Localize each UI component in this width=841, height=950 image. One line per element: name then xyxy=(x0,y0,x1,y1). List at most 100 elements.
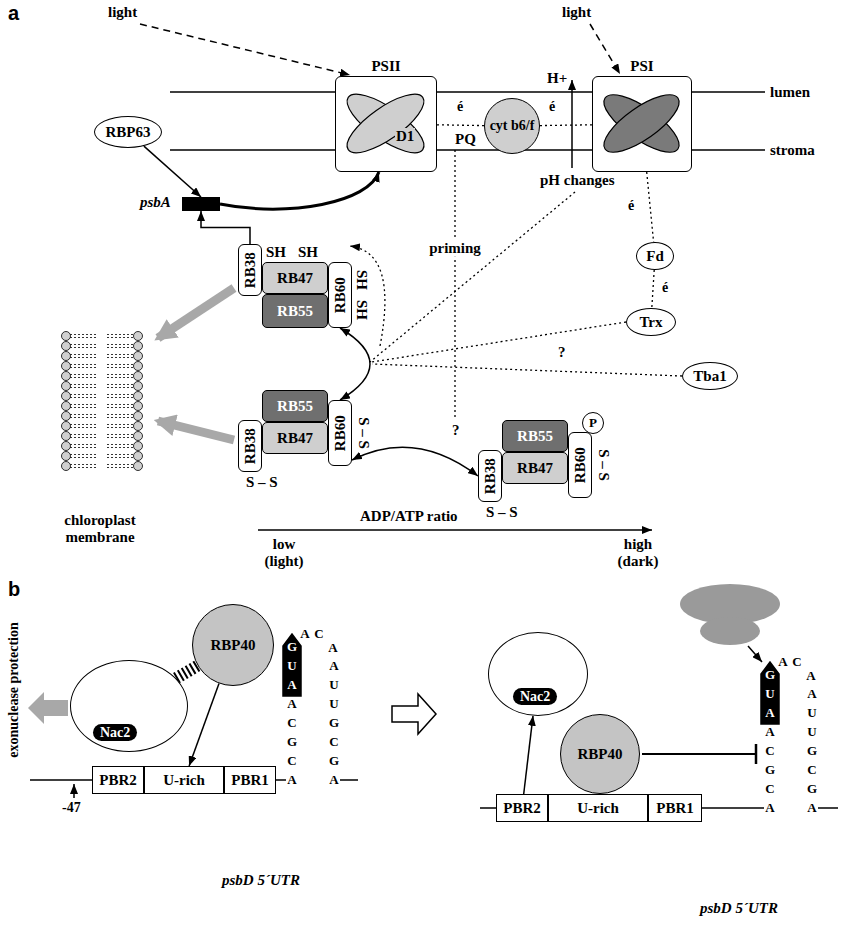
lipid-tail xyxy=(70,347,97,348)
nucleotide-letter: A xyxy=(300,627,309,641)
membrane-association-arrow xyxy=(158,288,234,338)
cytochrome-circle: cyt b6/f xyxy=(484,98,540,154)
nucleotide-letter: U xyxy=(807,706,816,720)
connector xyxy=(340,328,370,400)
node-text: RB47 xyxy=(277,430,313,447)
lipid-tail xyxy=(70,404,97,405)
node-text: RB38 xyxy=(482,458,499,494)
nucleotide-letter: C xyxy=(807,763,816,777)
nucleotide-letter: A xyxy=(765,706,774,720)
node-text: RBP40 xyxy=(578,746,623,763)
disulfide-bond: S – S xyxy=(246,474,278,491)
lipid-tail xyxy=(107,337,134,338)
lipid-tail xyxy=(70,357,97,358)
text-label: PQ xyxy=(455,131,476,148)
lipid-tail xyxy=(107,397,134,398)
node-text: P xyxy=(589,416,597,430)
nucleotide-letter: U xyxy=(329,678,338,692)
lipid-head xyxy=(62,442,71,451)
text-label: ? xyxy=(450,422,462,439)
exonuclease-arrow xyxy=(28,692,68,724)
lipid-head xyxy=(62,392,71,401)
protein-oval: Tba1 xyxy=(682,362,738,390)
node-text: RB55 xyxy=(277,398,313,415)
lipid-tail xyxy=(107,357,134,358)
lipid-bilayer xyxy=(62,332,143,471)
node-text: Trx xyxy=(639,314,662,331)
node-text: RB47 xyxy=(517,460,553,477)
lipid-head xyxy=(134,382,143,391)
lipid-tail xyxy=(70,434,97,435)
lipid-tail xyxy=(107,354,134,355)
lipid-tail xyxy=(70,424,97,425)
node-text: RB47 xyxy=(277,270,313,287)
priming-line xyxy=(454,150,455,420)
protein-oval: RBP40 xyxy=(560,714,640,794)
nucleotide-letter: A xyxy=(765,725,774,739)
lipid-tail xyxy=(70,377,97,378)
lipid-tail xyxy=(70,454,97,455)
protein-box: RB55 xyxy=(262,294,328,328)
nucleotide-letter: G xyxy=(807,744,817,758)
nucleotide-letter: G xyxy=(807,782,817,796)
lipid-tail xyxy=(107,404,134,405)
lipid-tail xyxy=(107,414,134,415)
lipid-tail xyxy=(107,394,134,395)
text-label: stroma xyxy=(770,142,815,159)
node-text: PSII xyxy=(335,58,437,75)
inhibition-bar xyxy=(755,744,758,764)
utr-element-box: PBR2 xyxy=(496,794,548,822)
lipid-tail xyxy=(70,337,97,338)
proton-arrow xyxy=(571,80,573,168)
nucleotide-letter: U xyxy=(765,687,774,701)
protein-subunit xyxy=(339,84,432,162)
lipid-head xyxy=(62,452,71,461)
lipid-tail xyxy=(107,367,134,368)
connector xyxy=(352,447,478,476)
nucleotide-letter: G xyxy=(765,668,775,682)
lipid-head xyxy=(134,412,143,421)
node-text: RB55 xyxy=(277,303,313,320)
lipid-head xyxy=(134,402,143,411)
text-label: psbD 5´UTR xyxy=(222,872,300,889)
lipid-tail xyxy=(107,347,134,348)
utr-element-box: U-rich xyxy=(144,766,224,794)
lipid-head xyxy=(134,332,143,341)
light-arrow xyxy=(140,24,350,75)
lipid-tail xyxy=(107,464,134,465)
signal-dotted-line xyxy=(370,192,575,362)
protein-subunit xyxy=(339,84,432,162)
text-label: exonuclease protection xyxy=(6,622,21,757)
node-text: RB55 xyxy=(517,428,553,445)
node-text: PSI xyxy=(592,58,692,75)
protein-box: RB47 xyxy=(262,262,328,294)
lipid-tail xyxy=(107,444,134,445)
protein-box: RB38 xyxy=(478,450,502,502)
protein-box: RB60 xyxy=(328,400,352,466)
protein-box: RB38 xyxy=(238,420,262,472)
protein-box: RB60 xyxy=(568,432,592,498)
lipid-head xyxy=(62,342,71,351)
node-text: Nac2 xyxy=(513,688,557,705)
position-arrow xyxy=(73,784,75,798)
transition-arrow xyxy=(392,694,436,734)
text-label: ADP/ATP ratio xyxy=(360,508,458,525)
lipid-head xyxy=(62,412,71,421)
nucleotide-letter: U xyxy=(287,659,296,673)
nucleotide-letter: C xyxy=(765,782,774,796)
utr-element-box: PBR1 xyxy=(224,766,276,794)
lipid-tail xyxy=(107,427,134,428)
nucleotide-letter: G xyxy=(765,763,775,777)
lipid-tail xyxy=(107,334,134,335)
lipid-head xyxy=(134,422,143,431)
nucleotide-letter: A xyxy=(329,773,338,787)
lipid-tail xyxy=(107,374,134,375)
inhibition-line xyxy=(642,753,756,755)
lipid-tail xyxy=(70,417,97,418)
connector xyxy=(220,172,379,209)
lipid-tail xyxy=(70,464,97,465)
nucleotide-letter: A xyxy=(287,773,296,787)
utr-element-box: PBR1 xyxy=(648,794,702,822)
nucleotide-letter: U xyxy=(329,697,338,711)
lipid-tail xyxy=(70,354,97,355)
